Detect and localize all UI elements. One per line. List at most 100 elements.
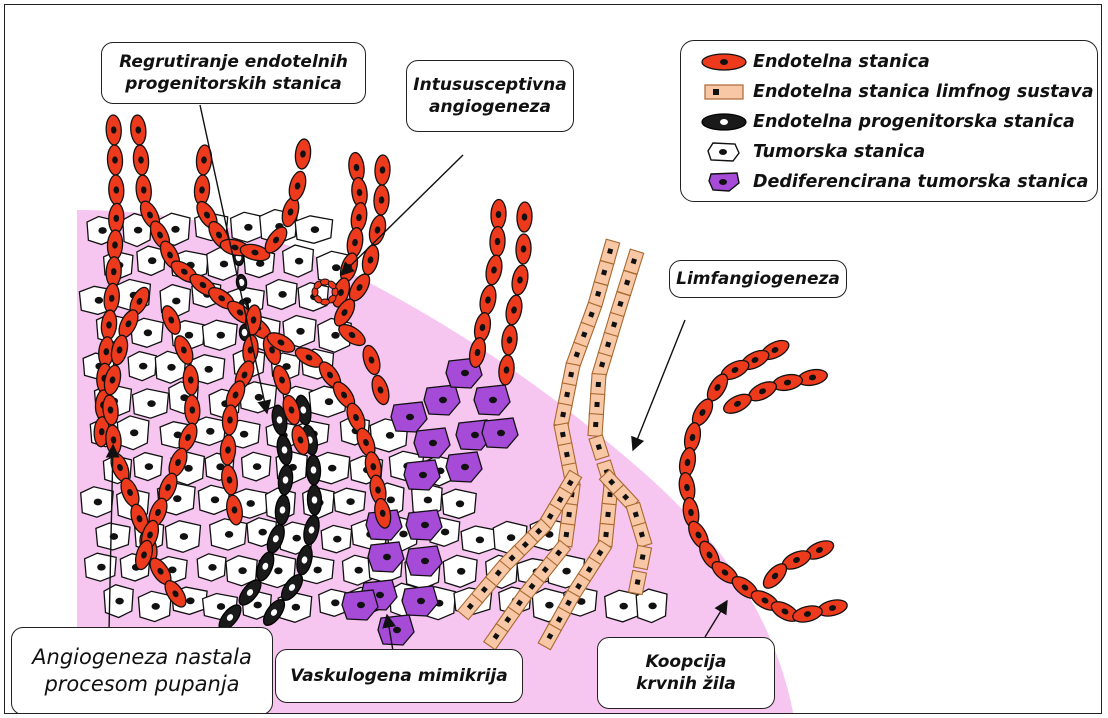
tumor-cell-nucleus xyxy=(98,227,106,234)
tumor-cell-nucleus xyxy=(171,226,179,233)
tumor-cell-nucleus xyxy=(331,332,339,339)
tumor-cell-nucleus xyxy=(331,599,339,606)
tumor-cell-nucleus xyxy=(333,536,341,543)
tumor-cell-nucleus xyxy=(172,298,180,305)
lymphatic-cell xyxy=(594,261,613,286)
tumor-cell-nucleus xyxy=(278,291,286,298)
callout-intussusceptive-line1: Intususceptivna xyxy=(413,74,566,96)
tumor-cell-nucleus xyxy=(206,428,214,435)
lymphatic-cell xyxy=(589,394,604,417)
lymphatic-cell xyxy=(588,414,603,437)
callout-cooption-line2: krvnih žila xyxy=(636,673,736,695)
tumor-cell-nucleus xyxy=(507,534,515,541)
callout-cooption: Koopcija krvnih žila xyxy=(597,637,775,709)
dedifferentiated-nucleus xyxy=(429,440,437,446)
dedifferentiated-nucleus xyxy=(406,414,414,420)
tumor-cell-nucleus xyxy=(225,531,233,538)
tumor-cell-nucleus xyxy=(152,603,160,610)
tumor-cell-icon xyxy=(699,139,749,165)
endothelial-cell xyxy=(367,214,388,247)
tumor-cell-nucleus xyxy=(292,604,300,611)
legend-item-tumor: Tumorska stanica xyxy=(699,139,925,165)
dedifferentiated-nucleus xyxy=(439,397,447,403)
callout-lymphangiogenesis: Limfangiogeneza xyxy=(669,260,847,298)
tumor-cell-nucleus xyxy=(184,465,192,472)
tumor-cell-nucleus xyxy=(244,224,252,231)
lymphatic-cell xyxy=(600,239,619,264)
dedifferentiated-nucleus xyxy=(489,397,497,403)
tumor-cell-nucleus xyxy=(311,226,319,233)
progenitor-cell xyxy=(306,455,321,485)
tumor-cell-nucleus xyxy=(220,261,228,268)
tumor-cell-nucleus xyxy=(205,366,213,373)
tumor-cell-nucleus xyxy=(97,564,105,571)
tumor-cell-nucleus xyxy=(95,297,103,304)
endothelial-cell xyxy=(791,603,824,625)
tumor-cell-nucleus xyxy=(648,603,656,610)
dedifferentiated-nucleus xyxy=(393,627,401,633)
tumor-cell-nucleus xyxy=(274,567,282,574)
legend-label-lymphatic: Endotelna stanica limfnog sustava xyxy=(753,82,1094,102)
tumor-cell-nucleus xyxy=(254,602,262,609)
tumor-cell-nucleus xyxy=(145,463,153,470)
callout-mimicry-label: Vaskulogena mimikrija xyxy=(290,665,507,687)
tumor-cell-nucleus xyxy=(328,465,336,472)
legend-item-progenitor: Endotelna progenitorska stanica xyxy=(699,109,1075,135)
diagram-frame: Regrutiranje endotelnih progenitorskih s… xyxy=(4,4,1102,714)
legend-label-endothelial: Endotelna stanica xyxy=(753,52,930,72)
callout-recruitment: Regrutiranje endotelnih progenitorskih s… xyxy=(101,42,366,104)
tumor-cell-nucleus xyxy=(211,496,219,503)
dedifferentiated-nucleus xyxy=(461,464,469,470)
progenitor-cell-icon xyxy=(699,109,749,135)
tumor-cell-nucleus xyxy=(346,498,354,505)
lymphatic-cell xyxy=(591,374,606,397)
tumor-cell-nucleus xyxy=(173,495,181,502)
endothelial-cell xyxy=(510,264,531,296)
endothelial-cell xyxy=(360,244,381,277)
tumor-cell-nucleus xyxy=(545,602,553,609)
endothelial-cell xyxy=(771,372,803,393)
endothelial-cell xyxy=(108,175,124,206)
dedifferentiated-nucleus xyxy=(417,598,425,604)
tumor-cell-nucleus xyxy=(180,533,188,540)
red-endothelial-cell-icon xyxy=(699,49,749,75)
legend-item-dedifferentiated: Dediferencirana tumorska stanica xyxy=(699,169,1088,195)
tumor-cell-nucleus xyxy=(620,603,628,610)
callout-sprouting: Angiogeneza nastala procesom pupanja xyxy=(11,627,273,714)
endothelial-cell xyxy=(129,114,147,145)
tumor-cell-nucleus xyxy=(115,598,123,605)
tumor-cell-nucleus xyxy=(238,567,246,574)
callout-sprouting-line1: Angiogeneza nastala xyxy=(32,644,252,671)
dedifferentiated-cell-icon xyxy=(699,169,749,195)
dedifferentiated-nucleus xyxy=(419,472,427,478)
callout-recruitment-line2: progenitorskih stanica xyxy=(125,73,342,95)
callout-arrow xyxy=(633,320,685,450)
progenitor-cell xyxy=(307,485,322,515)
callout-recruitment-line1: Regrutiranje endotelnih xyxy=(119,51,348,73)
tumor-cell-nucleus xyxy=(441,529,449,536)
endothelial-cell xyxy=(478,284,499,316)
endothelial-cell xyxy=(490,199,506,230)
callout-intussusceptive-line2: angiogeneza xyxy=(429,96,551,118)
tumor-cell-nucleus xyxy=(399,531,407,538)
endothelial-cell xyxy=(132,144,150,175)
lymphatic-cell xyxy=(617,270,637,295)
legend: Endotelna stanica Endotelna stanica limf… xyxy=(680,40,1098,202)
tumor-cell-nucleus xyxy=(424,497,432,504)
tumor-cell-nucleus xyxy=(186,597,194,604)
tumor-cell-nucleus xyxy=(217,332,225,339)
tumor-cell-nucleus xyxy=(147,400,155,407)
endothelial-cell xyxy=(107,145,123,176)
tumor-cell-nucleus xyxy=(456,500,464,507)
tumor-cell-nucleus xyxy=(295,258,303,265)
legend-label-dedifferentiated: Dediferencirana tumorska stanica xyxy=(753,172,1088,192)
tumor-cell-nucleus xyxy=(476,537,484,544)
endothelial-cell xyxy=(484,254,505,286)
endothelial-cell xyxy=(489,226,505,257)
dedifferentiated-nucleus xyxy=(357,602,365,608)
tumor-cell-nucleus xyxy=(253,463,261,470)
endothelial-cell xyxy=(501,324,519,355)
tumor-cell-nucleus xyxy=(185,332,193,339)
lymphatic-cell xyxy=(624,249,644,274)
tumor-cell-nucleus xyxy=(259,529,267,536)
